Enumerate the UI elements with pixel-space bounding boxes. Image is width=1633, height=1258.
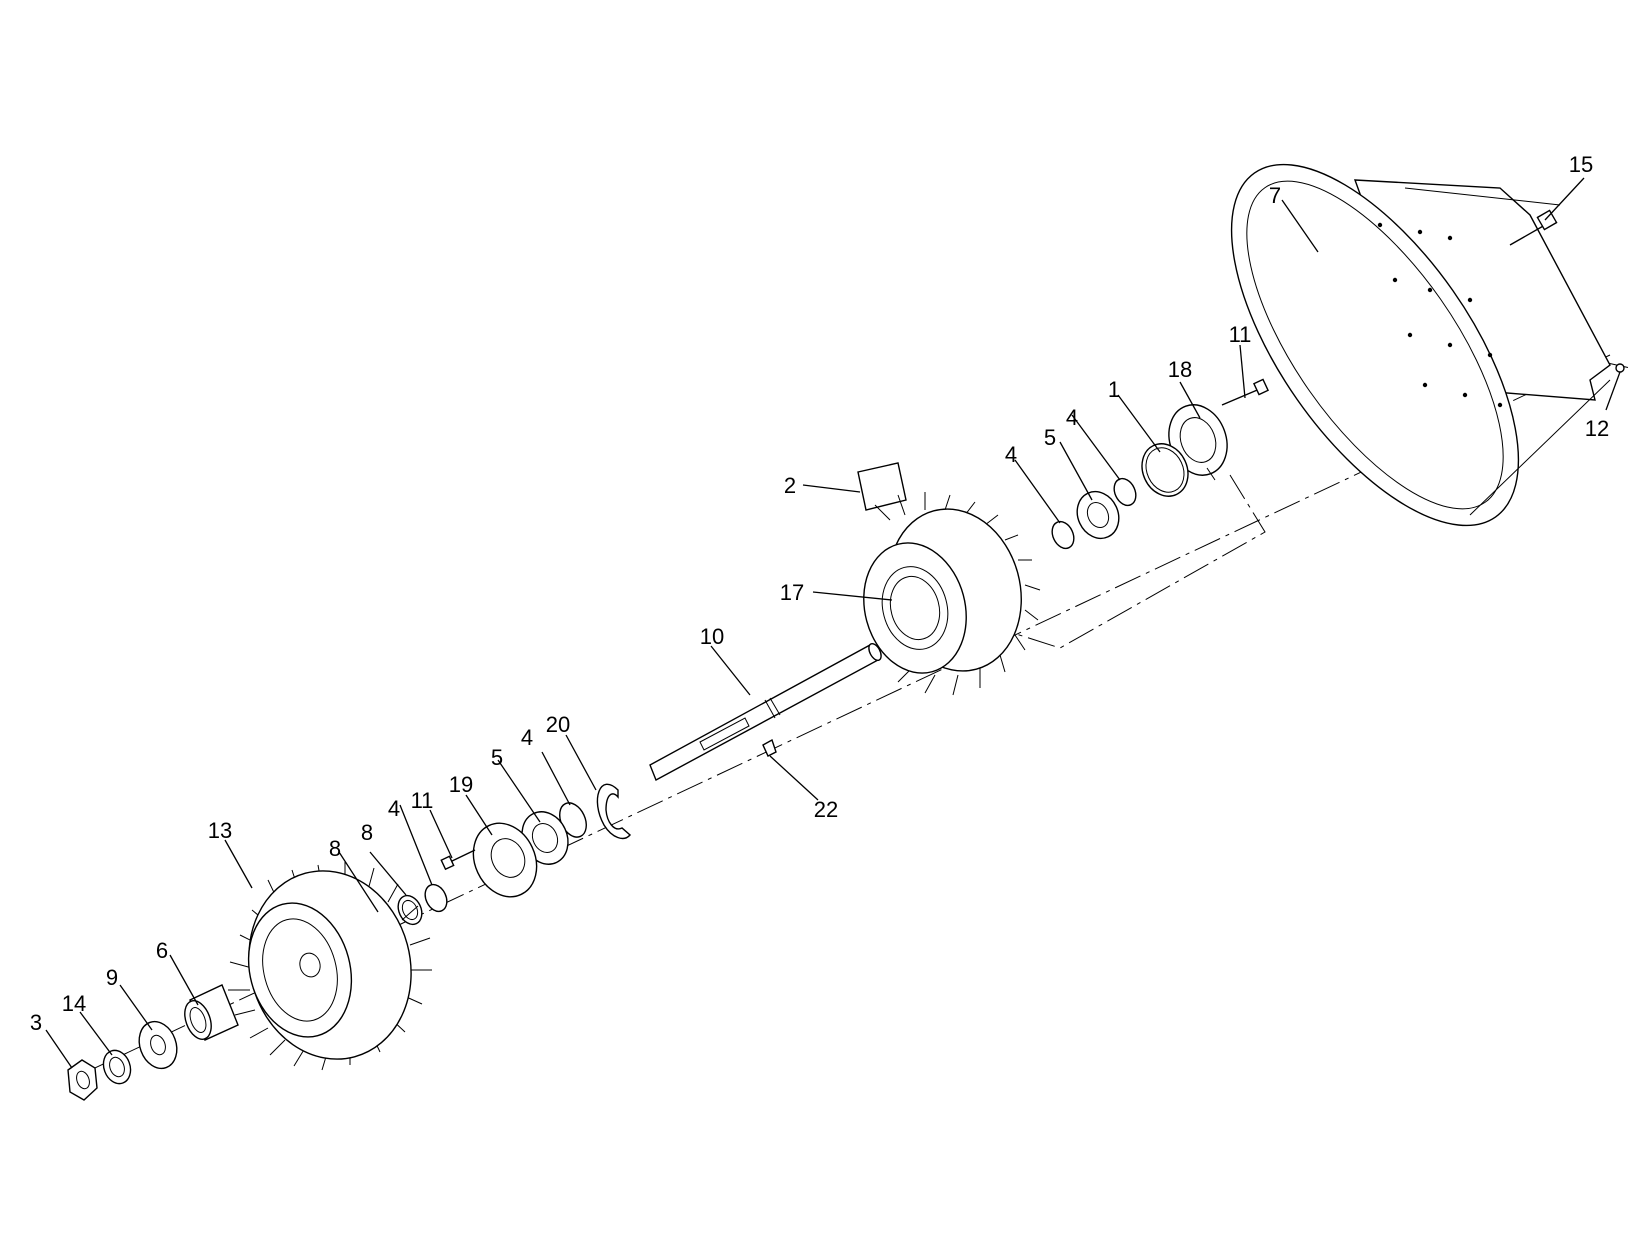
upper-bearing-stack xyxy=(1051,477,1137,550)
rear-impeller xyxy=(863,492,1041,696)
callout-18: 18 xyxy=(1168,357,1192,382)
callout-11-lower: 11 xyxy=(411,788,434,813)
callout-22: 22 xyxy=(814,797,838,822)
callout-9: 9 xyxy=(106,965,118,990)
nut-part-3 xyxy=(67,1059,98,1101)
callout-2: 2 xyxy=(784,473,796,498)
lock-washer-part-14 xyxy=(102,1049,132,1085)
callout-labels: 1 2 3 4 4 4 4 5 5 6 7 8 8 9 10 11 11 12 … xyxy=(30,152,1609,1035)
snap-ring-part-20 xyxy=(596,783,631,840)
shaft-part-10 xyxy=(649,643,882,781)
callout-3: 3 xyxy=(30,1010,42,1035)
bolt-part-11-upper xyxy=(1221,378,1269,406)
callout-8-b: 8 xyxy=(361,820,373,845)
key-part-22 xyxy=(762,738,777,757)
callout-7: 7 xyxy=(1269,183,1281,208)
bearing-housing-part-19 xyxy=(472,822,538,898)
callout-4-a: 4 xyxy=(1066,405,1078,430)
bolt-part-11-lower xyxy=(440,849,476,871)
callout-17: 17 xyxy=(780,580,804,605)
housing-holes xyxy=(1377,222,1503,408)
bolt-part-15 xyxy=(1509,209,1558,246)
callout-6: 6 xyxy=(156,938,168,963)
callout-14: 14 xyxy=(62,991,86,1016)
callout-5-a: 5 xyxy=(1044,425,1056,450)
washer-part-9 xyxy=(138,1020,178,1070)
pin-part-12 xyxy=(1615,363,1625,373)
callout-4-d: 4 xyxy=(388,796,400,821)
fan-housing-part-7 xyxy=(1230,163,1611,527)
callout-13: 13 xyxy=(208,818,232,843)
decal-part-2 xyxy=(857,462,907,511)
oring-part-1 xyxy=(1141,443,1189,497)
callout-8-a: 8 xyxy=(329,836,341,861)
leader-lines xyxy=(45,177,1621,1069)
callout-10: 10 xyxy=(700,624,724,649)
callout-4-c: 4 xyxy=(521,725,533,750)
spacer-part-6 xyxy=(184,984,239,1041)
callout-19: 19 xyxy=(449,772,473,797)
callout-5-b: 5 xyxy=(491,745,503,770)
callout-15: 15 xyxy=(1569,152,1593,177)
front-impeller-part-13 xyxy=(228,862,432,1071)
callout-20: 20 xyxy=(546,712,570,737)
callout-4-b: 4 xyxy=(1005,442,1017,467)
callout-11-upper: 11 xyxy=(1229,322,1252,347)
callout-1: 1 xyxy=(1108,377,1120,402)
callout-12: 12 xyxy=(1585,416,1609,441)
